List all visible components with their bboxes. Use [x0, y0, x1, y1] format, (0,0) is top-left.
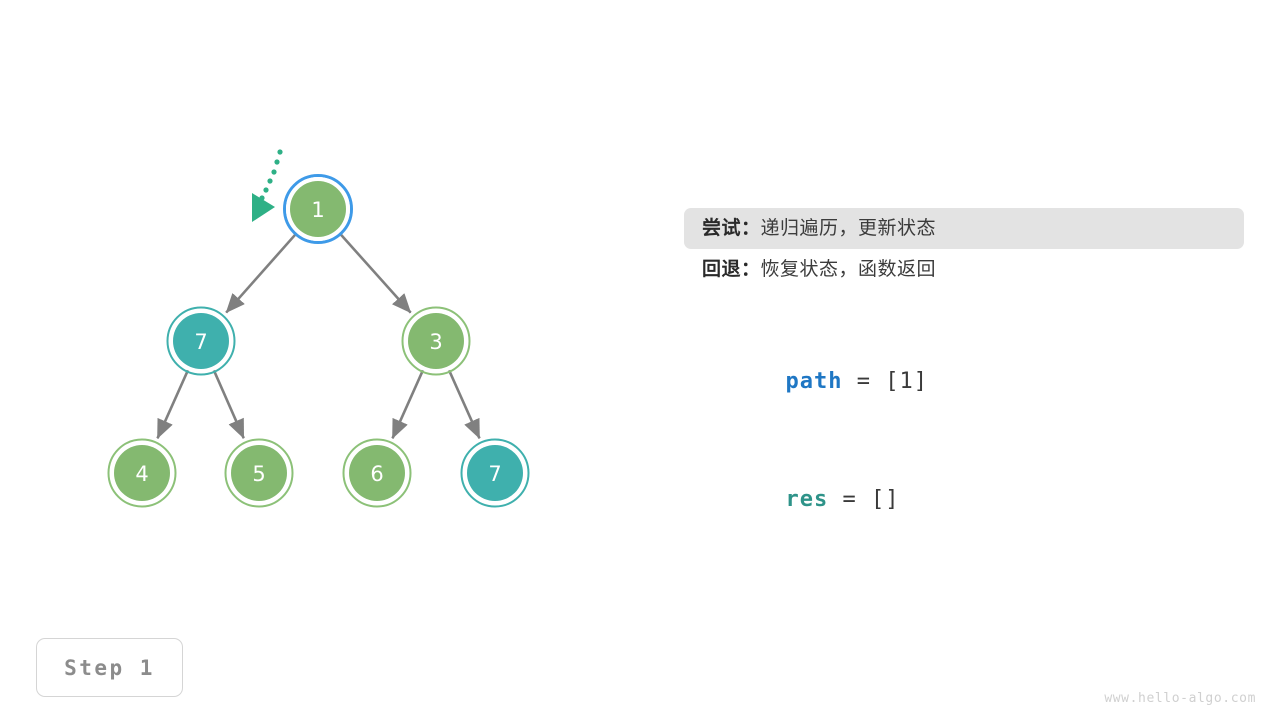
node-outer-ring: [401, 306, 471, 376]
tree-edge: [391, 369, 425, 440]
tree-node-7[interactable]: 7: [460, 438, 530, 508]
node-gap-ring: [110, 441, 174, 505]
variable-name-res: res: [785, 487, 829, 512]
node-outer-ring: [342, 438, 412, 508]
tree-node-6[interactable]: 6: [342, 438, 412, 508]
node-label: 7: [194, 330, 207, 354]
step-badge: Step 1: [36, 638, 183, 697]
node-label: 7: [488, 462, 501, 486]
pointer-dot: [263, 187, 269, 193]
variable-name-path: path: [785, 369, 843, 394]
code-line-path: path = [1]: [700, 325, 1260, 394]
hint-label-backtrack: 回退：: [702, 258, 761, 280]
code-line-res: res = []: [700, 443, 1260, 512]
node-body: [231, 445, 287, 501]
node-label: 5: [252, 462, 265, 486]
tree-node-1[interactable]: 1: [283, 174, 353, 244]
hints-panel: 尝试：递归遍历，更新状态 回退：恢复状态，函数返回: [684, 208, 1244, 290]
node-outer-ring: [283, 174, 353, 244]
node-label: 1: [311, 198, 324, 222]
node-gap-ring: [404, 309, 468, 373]
node-body: [349, 445, 405, 501]
node-gap-ring: [463, 441, 527, 505]
node-label: 4: [135, 462, 148, 486]
node-body: [408, 313, 464, 369]
hint-text-try: 递归遍历，更新状态: [760, 217, 937, 239]
node-label: 6: [370, 462, 383, 486]
node-outer-ring: [107, 438, 177, 508]
node-gap-ring: [345, 441, 409, 505]
pointer-triangle-icon: [252, 193, 275, 222]
node-gap-ring: [227, 441, 291, 505]
hint-label-try: 尝试：: [702, 217, 761, 239]
pointer-dot: [271, 169, 277, 175]
node-body: [114, 445, 170, 501]
variable-value-res: = []: [828, 487, 900, 512]
tree-node-7[interactable]: 7: [166, 306, 236, 376]
node-body: [290, 181, 346, 237]
pointer-dot: [277, 149, 283, 155]
node-body: [467, 445, 523, 501]
hint-line-try: 尝试：递归遍历，更新状态: [684, 208, 1244, 249]
node-body: [173, 313, 229, 369]
node-outer-ring: [224, 438, 294, 508]
tree-edge: [156, 369, 190, 440]
tree-edge: [212, 369, 245, 439]
tree-node-layer: 1 7 3 4 5 6 7: [107, 174, 530, 508]
tree-edge: [447, 369, 481, 440]
tree-node-5[interactable]: 5: [224, 438, 294, 508]
binary-tree-graphic: 1 7 3 4 5 6 7: [107, 149, 530, 508]
hint-line-backtrack: 回退：恢复状态，函数返回: [684, 249, 1244, 290]
tree-edge: [225, 232, 298, 314]
tree-edge-layer: [156, 231, 481, 440]
variable-value-path: = [1]: [842, 369, 928, 394]
node-label: 3: [429, 330, 442, 354]
pointer-dot: [267, 178, 273, 184]
current-node-pointer: [252, 149, 283, 222]
watermark: www.hello-algo.com: [1104, 691, 1256, 706]
node-outer-ring: [460, 438, 530, 508]
node-gap-ring: [286, 177, 350, 241]
hint-text-backtrack: 恢复状态，函数返回: [760, 258, 937, 280]
step-badge-label: Step 1: [64, 655, 155, 680]
tree-edge: [338, 231, 412, 314]
state-code-block: path = [1] res = []: [700, 325, 1260, 512]
node-gap-ring: [169, 309, 233, 373]
node-outer-ring: [166, 306, 236, 376]
pointer-dot: [274, 159, 280, 165]
tree-node-4[interactable]: 4: [107, 438, 177, 508]
tree-node-3[interactable]: 3: [401, 306, 471, 376]
